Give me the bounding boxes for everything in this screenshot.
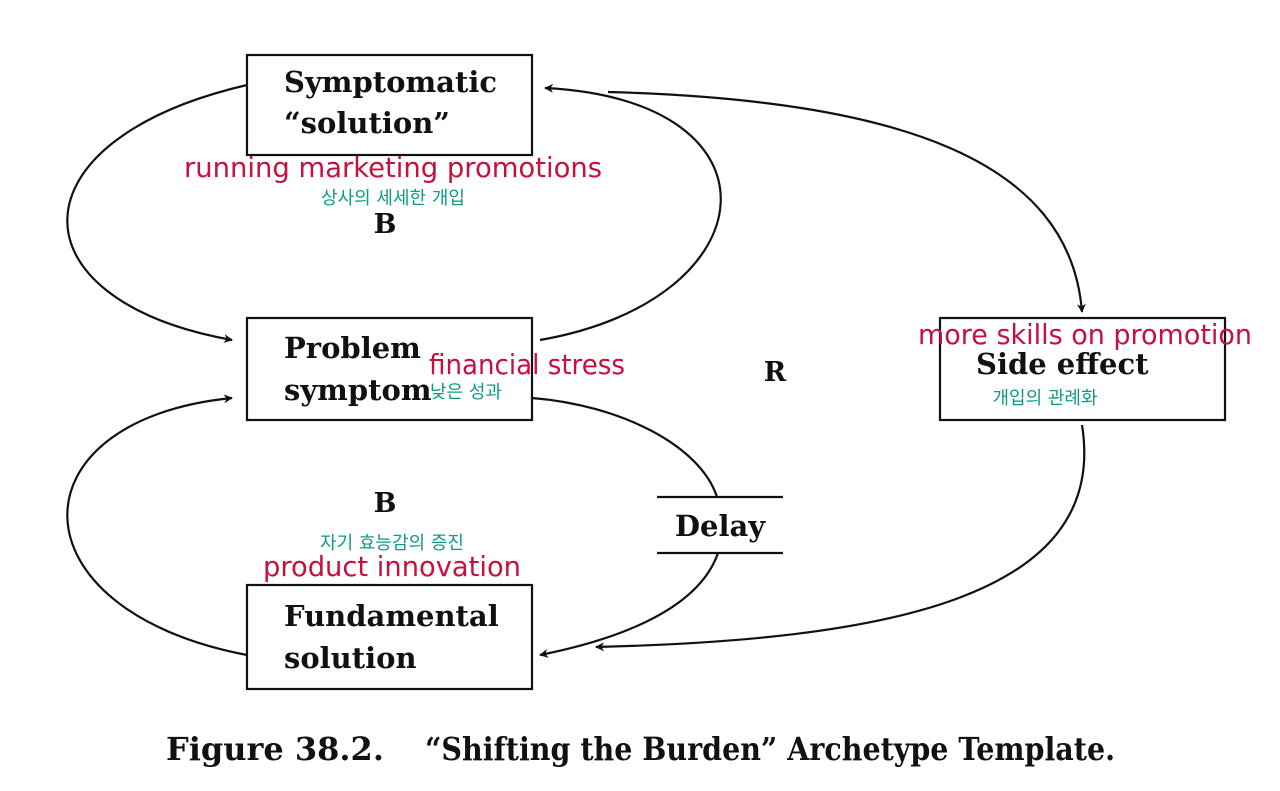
fundamental-label-line1: Fundamental <box>284 599 499 633</box>
arrow-problem-to-delay <box>531 396 719 498</box>
symptomatic-solution-box <box>245 53 534 157</box>
annotation-fundamental-en: product innovation <box>263 550 521 583</box>
arrow-symptomatic-to-side-effect <box>607 90 1086 313</box>
arrow-delay-to-fundamental <box>539 552 720 658</box>
annotation-problem-ko: 낮은 성과 <box>430 382 502 403</box>
side-effect-box <box>938 316 1227 422</box>
annotation-symptomatic-en: running marketing promotions <box>184 151 602 184</box>
problem-label-line2: symptom <box>284 373 432 407</box>
symptomatic-label-line2: “solution” <box>284 106 450 140</box>
side-effect-label: Side effect <box>976 347 1149 381</box>
arrow-side-effect-to-fundamental <box>595 424 1086 652</box>
arrow-fundamental-to-problem <box>66 394 248 657</box>
annotation-side-effect-en: more skills on promotion <box>918 318 1252 351</box>
arrow-problem-to-symptomatic <box>539 83 722 342</box>
fundamental-label-line2: solution <box>284 641 417 675</box>
arrow-symptomatic-to-problem <box>66 83 248 343</box>
loop-label-lower-b: B <box>374 488 397 519</box>
loop-label-upper-b: B <box>374 209 397 240</box>
problem-symptom-box <box>245 316 534 422</box>
annotation-symptomatic-ko: 상사의 세세한 개입 <box>321 188 465 209</box>
loop-label-r: R <box>764 357 787 388</box>
caption-figure-number: Figure 38.2. <box>166 730 384 768</box>
delay-label: Delay <box>675 509 766 543</box>
fundamental-solution-box <box>245 583 534 691</box>
problem-label-line1: Problem <box>284 331 421 365</box>
annotation-side-effect-ko: 개입의 관례화 <box>992 388 1097 409</box>
symptomatic-label-line1: Symptomatic <box>284 65 497 99</box>
caption-title: “Shifting the Burden” Archetype Template… <box>425 730 1115 768</box>
annotation-fundamental-ko: 자기 효능감의 증진 <box>320 533 464 554</box>
annotation-problem-en: financial stress <box>429 348 625 381</box>
